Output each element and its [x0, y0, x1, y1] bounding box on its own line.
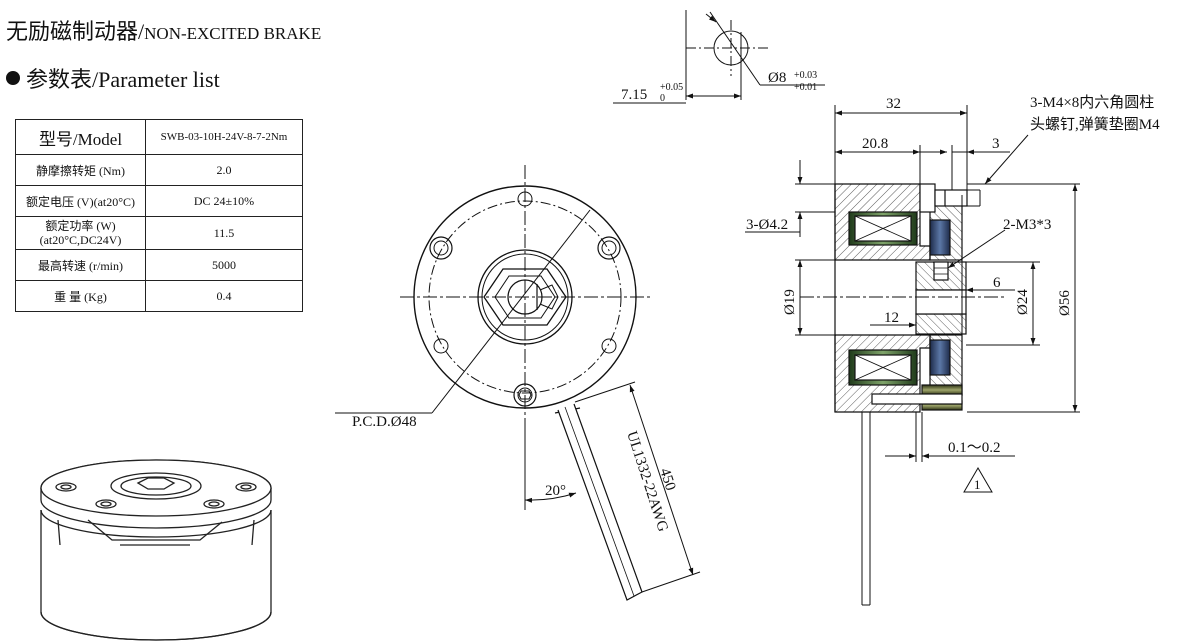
row-value: 0.4	[145, 280, 303, 312]
row-label: 静摩擦转矩 (Nm)	[15, 154, 146, 186]
isometric-view	[40, 459, 272, 641]
dim-hub: 6	[993, 275, 1001, 291]
section-title-text: 参数表/Parameter list	[26, 67, 220, 92]
page-title: 无励磁制动器/NON-EXCITED BRAKE	[6, 14, 321, 46]
table-row: 额定功率 (W) (at20°C,DC24V) 11.5	[15, 216, 303, 250]
pcd-label: P.C.D.Ø48	[352, 414, 417, 430]
flat-tol-lower: 0	[660, 93, 665, 104]
dim-outer-dia: Ø56	[1057, 290, 1073, 316]
section-title: 参数表/Parameter list	[6, 62, 220, 94]
mount-hole	[429, 236, 453, 260]
title-en: NON-EXCITED BRAKE	[144, 24, 322, 43]
dia-tol-upper: +0.03	[794, 70, 817, 81]
dim-bore: Ø19	[782, 289, 798, 315]
row-label-line: (at20°C,DC24V)	[39, 233, 122, 247]
flat-dimension: 7.15	[621, 87, 647, 103]
row-label-line: 额定功率 (W)	[45, 219, 116, 233]
front-view	[335, 165, 701, 601]
bullet-icon	[6, 71, 20, 85]
mount-hole	[433, 338, 449, 354]
row-label: 重 量 (Kg)	[15, 280, 146, 312]
table-row: 静摩擦转矩 (Nm) 2.0	[15, 154, 303, 186]
dim-set-screws: 2-M3*3	[1003, 217, 1051, 233]
dim-holes: 3-Ø4.2	[746, 217, 788, 233]
row-label: 额定功率 (W) (at20°C,DC24V)	[15, 216, 146, 250]
dia-tol-lower: +0.01	[794, 82, 817, 93]
screw-note-line1: 3-M4×8内六角圆柱	[1030, 94, 1154, 111]
shaft-diameter: Ø8	[768, 70, 786, 86]
mount-hole	[601, 338, 617, 354]
angle-label: 20°	[545, 483, 566, 499]
title-cn: 无励磁制动器	[6, 19, 139, 44]
table-row: 额定电压 (V)(at20°C) DC 24±10%	[15, 185, 303, 217]
dim-hub-width: 12	[884, 310, 899, 326]
dim-body-length: 20.8	[862, 136, 888, 152]
dim-total-length: 32	[886, 96, 901, 112]
dim-air-gap: 0.1～0.2	[948, 440, 1001, 456]
wire-length: 450	[656, 466, 678, 492]
mount-hole	[517, 191, 533, 207]
table-header-row: 型号/Model SWB-03-10H-24V-8-7-2Nm	[15, 119, 303, 155]
mount-hole	[597, 236, 621, 260]
title-sep: /	[138, 19, 145, 44]
parameter-table: 型号/Model SWB-03-10H-24V-8-7-2Nm 静摩擦转矩 (N…	[15, 119, 303, 312]
screw-note-line2: 头螺钉,弹簧垫圈M4	[1030, 116, 1160, 133]
screw-head	[513, 383, 537, 407]
dim-step-length: 3	[992, 136, 1000, 152]
table-row: 重 量 (Kg) 0.4	[15, 280, 303, 312]
table-header-label: 型号/Model	[15, 119, 146, 155]
dim-hub-dia: Ø24	[1015, 289, 1031, 315]
shaft-detail	[613, 10, 825, 104]
side-dimensions	[745, 105, 1080, 493]
row-label: 额定电压 (V)(at20°C)	[15, 185, 146, 217]
side-section-view	[834, 183, 981, 606]
row-value: DC 24±10%	[145, 185, 303, 217]
note-symbol: 1	[974, 477, 981, 492]
row-value: 2.0	[145, 154, 303, 186]
flat-tol-upper: +0.05	[660, 82, 683, 93]
